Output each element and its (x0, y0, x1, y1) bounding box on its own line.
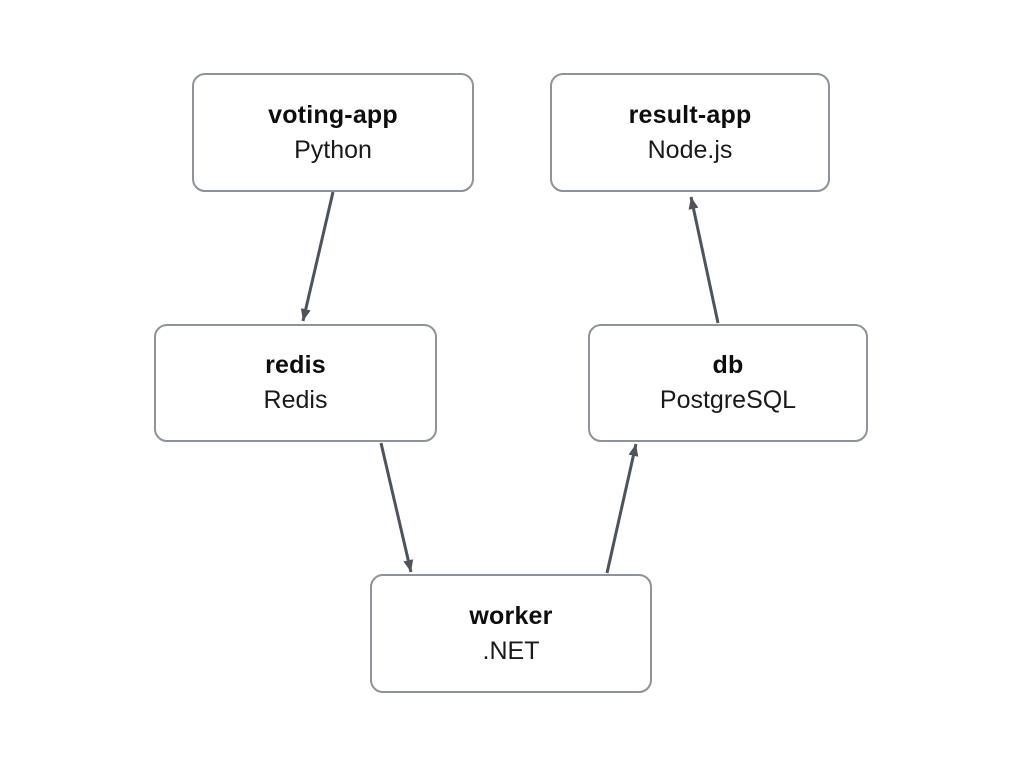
node-redis-subtitle: Redis (263, 386, 328, 414)
node-voting-app: voting-app Python (192, 73, 474, 192)
node-result-app-title: result-app (628, 100, 752, 129)
node-worker-title: worker (469, 601, 553, 630)
node-result-app-subtitle: Node.js (647, 135, 733, 164)
node-voting-app-subtitle: Python (294, 135, 372, 164)
node-db: db PostgreSQL (588, 324, 868, 442)
node-worker-subtitle: .NET (482, 636, 540, 665)
edge-worker-to-db (605, 443, 639, 574)
node-worker: worker .NET (370, 574, 652, 693)
edge-db-to-result-app (688, 196, 720, 324)
node-redis-title: redis (265, 351, 326, 379)
node-voting-app-title: voting-app (268, 100, 398, 129)
edge-redis-to-worker (379, 442, 414, 573)
edge-voting-app-to-redis (300, 191, 335, 322)
node-result-app: result-app Node.js (550, 73, 830, 192)
node-redis: redis Redis (154, 324, 437, 442)
node-db-title: db (712, 351, 744, 379)
node-db-subtitle: PostgreSQL (659, 386, 797, 414)
